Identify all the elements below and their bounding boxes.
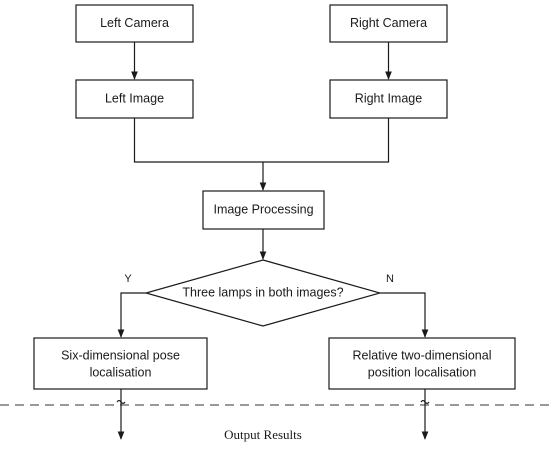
no-branch-label: N xyxy=(386,273,394,285)
two-dimensional-position-label-line1: Relative two-dimensional xyxy=(353,348,492,362)
merge-connector xyxy=(133,118,390,163)
right-camera-node: Right Camera xyxy=(329,4,448,43)
image-processing-label: Image Processing xyxy=(213,202,313,216)
yes-branch-label: Y xyxy=(124,273,132,285)
yes-branch-connector xyxy=(117,292,146,338)
output-results-label: Output Results xyxy=(224,427,302,442)
left-arrow-break-mark xyxy=(116,399,126,405)
left-image-node: Left Image xyxy=(75,79,194,119)
decision-node: Three lamps in both images? xyxy=(143,259,383,327)
right-camera-label: Right Camera xyxy=(350,16,427,30)
two-dimensional-position-node: Relative two-dimensional position locali… xyxy=(328,337,516,390)
six-dimensional-pose-label-line1: Six-dimensional pose xyxy=(61,348,180,362)
image-processing-node: Image Processing xyxy=(202,190,325,230)
left-camera-node: Left Camera xyxy=(75,4,194,43)
no-branch-connector xyxy=(380,292,429,338)
right-arrow-break-mark xyxy=(420,399,430,405)
right-image-node: Right Image xyxy=(329,79,448,119)
two-dimensional-position-label-line2: position localisation xyxy=(368,365,476,379)
left-camera-label: Left Camera xyxy=(100,16,169,30)
left-image-label: Left Image xyxy=(105,91,164,105)
six-dimensional-pose-label-line2: localisation xyxy=(90,365,152,379)
six-dimensional-pose-node: Six-dimensional pose localisation xyxy=(33,337,208,390)
decision-label: Three lamps in both images? xyxy=(182,285,343,299)
right-image-label: Right Image xyxy=(355,91,422,105)
